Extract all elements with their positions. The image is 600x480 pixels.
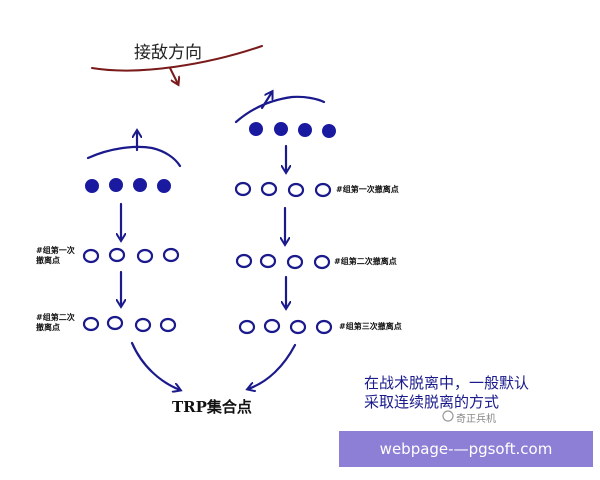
left-first-point-label: #组第一次 撤离点 [36,246,75,266]
right-third-point-label: #组第三次撤离点 [339,322,402,331]
right-third-point-dot [315,319,333,335]
left-first-point-label-line2: 撤离点 [36,256,60,265]
left-first-point-dot [108,247,126,263]
right-third-point-dot [289,319,307,335]
left-second-point-label: #组第二次 撤离点 [36,313,75,333]
right-unit-dot [249,122,263,136]
left-unit-dot [85,179,99,193]
right-first-point-dot [260,181,278,197]
left-first-point-label-line1: #组第一次 [36,246,75,255]
trp-rally-point-label: TRP集合点 [172,398,252,416]
right-first-point-label: #组第一次撤离点 [336,185,399,194]
left-second-point-dot [82,316,100,332]
right-unit-dot [274,122,288,136]
right-arrow-to-rally [248,343,297,389]
left-first-point-dot [136,248,154,264]
right-unit-dot [322,124,336,138]
right-second-point-dot [286,254,304,270]
note-line-2: 采取连续脱离的方式 [364,393,500,411]
right-first-point-dot [234,181,252,197]
note-line-1: 在战术脱离中，一般默认 [364,374,530,392]
watermark-text: 奇正兵机 [456,414,496,425]
left-second-point-label-line1: #组第二次 [36,313,75,322]
right-front-arc [234,95,326,124]
left-unit-dot [133,178,147,192]
left-first-point-dot [162,247,180,263]
left-unit-dot [157,179,171,193]
right-forward-arrow [260,92,272,110]
right-second-point-dot [259,253,277,269]
right-second-point-label: #组第二次撤离点 [334,257,397,266]
right-unit-dot [298,123,312,137]
right-second-point-dot [235,253,253,269]
right-third-point-dot [238,319,256,335]
right-first-point-dot [314,182,332,198]
left-second-point-label-line2: 撤离点 [36,323,60,332]
left-second-point-dot [106,315,124,331]
left-second-point-dot [134,317,152,333]
left-second-point-dot [159,317,177,333]
left-unit-dot [109,178,123,192]
enemy-direction-curve [91,45,263,72]
enemy-direction-arrow [169,67,178,84]
watermark-icon [442,410,454,422]
left-first-point-dot [82,248,100,264]
left-arrow-to-rally [130,341,180,390]
website-banner[interactable]: webpage-—pgsoft.com [339,431,593,467]
right-second-point-dot [313,254,331,270]
left-front-arc [86,145,182,168]
disengagement-note: 在战术脱离中，一般默认 采取连续脱离的方式 [364,374,529,412]
enemy-direction-label: 接敌方向 [134,43,202,63]
right-first-point-dot [287,182,305,198]
right-third-point-dot [263,318,281,334]
